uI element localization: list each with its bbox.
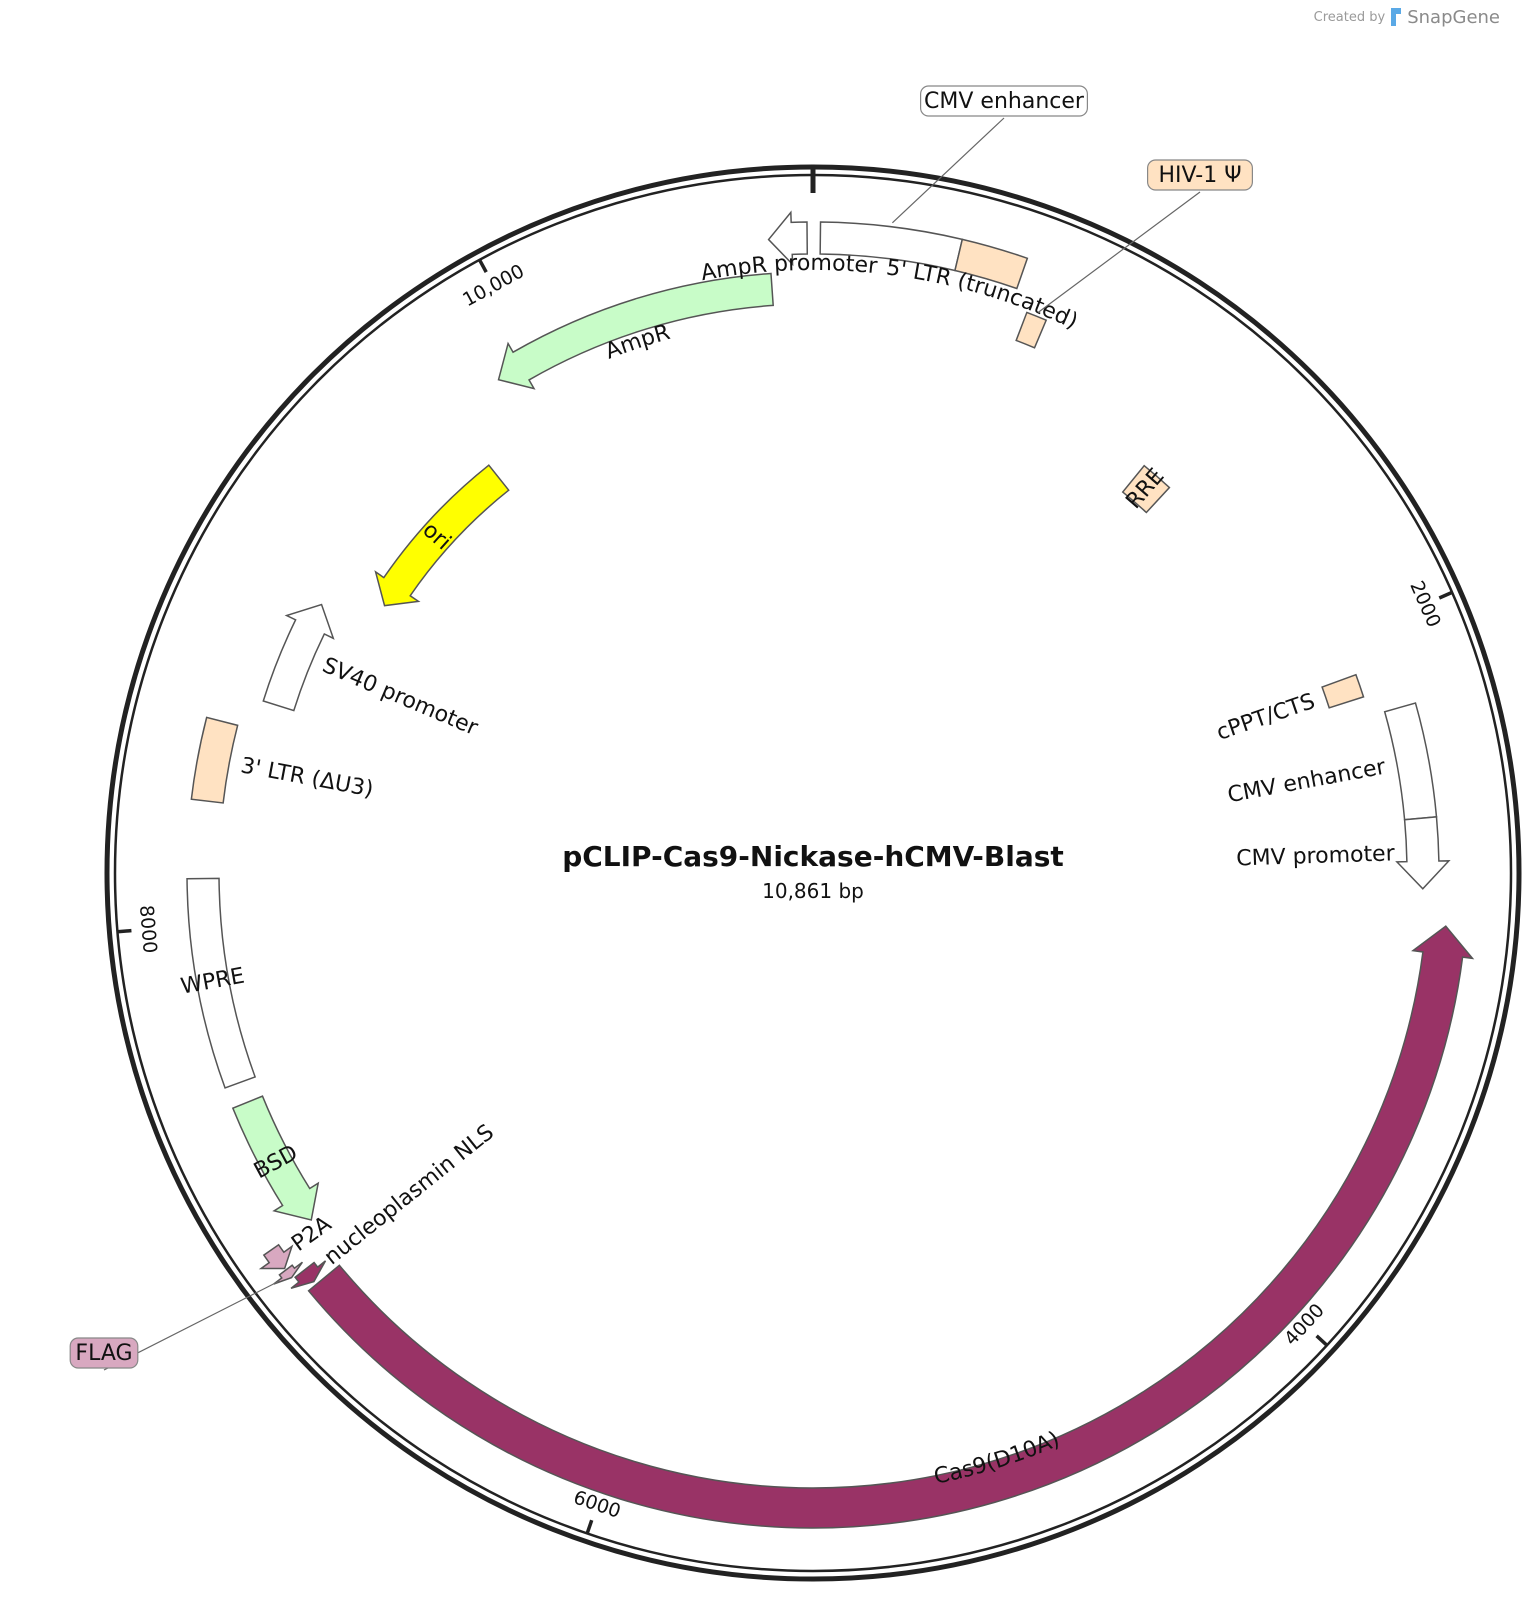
feature-bsd[interactable] [231, 1095, 320, 1221]
feature-rre[interactable] [1121, 464, 1171, 514]
feature-ampr-promoter[interactable] [767, 210, 809, 267]
label-sv40: SV40 promoter [319, 653, 483, 741]
label-wpre: WPRE [179, 964, 247, 1000]
feature-ltr3[interactable] [190, 716, 239, 804]
plasmid-backbone [104, 164, 1522, 1582]
label-cmv-promoter: CMV promoter [1236, 841, 1396, 871]
tick-label: 8000 [135, 904, 161, 954]
credit-prefix: Created by [1313, 9, 1386, 25]
feature-ampr[interactable] [497, 272, 775, 390]
feature-layer [186, 210, 1475, 1529]
feature-cas9[interactable] [307, 925, 1475, 1529]
tick-label: 2000 [1405, 578, 1445, 631]
feature-flag[interactable] [273, 1261, 304, 1285]
tick-mark [1315, 1334, 1329, 1347]
callout-box-hiv-psi [1146, 159, 1253, 191]
callout-box-flag [69, 1337, 139, 1369]
feature-ltr5[interactable] [954, 238, 1029, 290]
label-ltr3: 3' LTR (ΔU3) [239, 753, 376, 802]
label-cmv-enhancer-2: CMV enhancer [1226, 754, 1389, 808]
tick-mark [1438, 590, 1453, 600]
label-cppt: cPPT/CTS [1213, 689, 1318, 746]
tick-mark [117, 928, 132, 934]
label-nls: nucleoplasmin NLS [320, 1120, 499, 1270]
feature-cmv-promoter[interactable] [1395, 816, 1451, 890]
feature-hiv-psi[interactable] [1015, 311, 1048, 349]
plasmid-length: 10,861 bp [762, 879, 864, 903]
tick-label: 10,000 [459, 260, 528, 311]
feature-nls[interactable] [290, 1260, 327, 1290]
callout-box-cmv-enhancer-1 [919, 85, 1088, 117]
label-hiv-psi: HIV-1 Ψ [1158, 163, 1241, 188]
feature-ori[interactable] [374, 464, 510, 607]
snapgene-credit: Created by SnapGene [1314, 6, 1500, 28]
feature-cppt[interactable] [1321, 673, 1365, 709]
tick-mark [477, 258, 488, 273]
callout-line-hiv-psi [1037, 191, 1201, 313]
feature-wpre[interactable] [186, 877, 257, 1089]
backbone-inner-ring [113, 173, 1513, 1573]
label-flag: FLAG [75, 1341, 132, 1366]
credit-brand: SnapGene [1407, 6, 1500, 28]
snapgene-logo-icon [1391, 8, 1402, 26]
label-ampr-promoter: AmpR promoter [699, 251, 879, 286]
callout-line-cmv-enhancer-1 [891, 117, 1005, 224]
label-cmv-enhancer-1: CMV enhancer [924, 89, 1085, 114]
tick-mark [585, 1519, 594, 1535]
feature-sv40[interactable] [262, 603, 335, 712]
plasmid-name: pCLIP-Cas9-Nickase-hCMV-Blast [562, 840, 1064, 873]
feature-p2a[interactable] [258, 1243, 294, 1270]
feature-cmv-enhancer-2[interactable] [1383, 702, 1438, 821]
